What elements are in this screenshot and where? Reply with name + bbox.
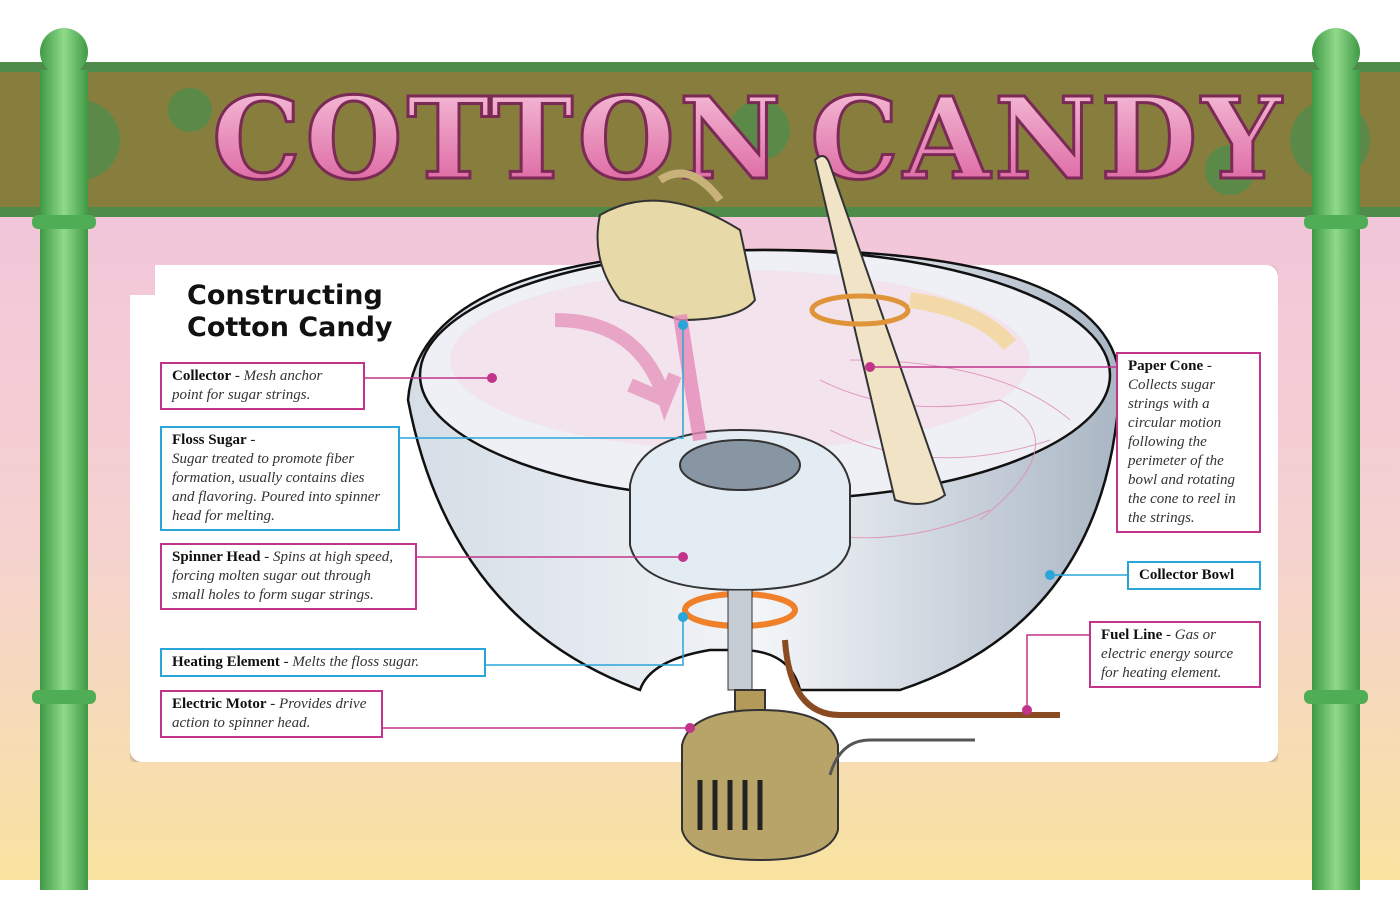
banner-word-candy: CANDY [810,74,1286,205]
label-collector: Collector - Mesh anchor point for sugar … [160,362,365,410]
right-post [1304,28,1368,890]
label-electric-motor: Electric Motor - Provides drive action t… [160,690,383,738]
left-post [32,28,96,890]
banner-word-cotton: COTTON [212,74,785,205]
label-paper-cone: Paper Cone -Collects sugar strings with … [1116,352,1261,533]
label-heating-element: Heating Element - Melts the floss sugar. [160,648,486,677]
label-fuel-line: Fuel Line - Gas or electric energy sourc… [1089,621,1261,688]
label-spinner-head: Spinner Head - Spins at high speed, forc… [160,543,417,610]
diagram-title: Constructing Cotton Candy [187,280,393,343]
label-floss-sugar: Floss Sugar -Sugar treated to promote fi… [160,426,400,531]
label-collector-bowl: Collector Bowl [1127,561,1261,590]
